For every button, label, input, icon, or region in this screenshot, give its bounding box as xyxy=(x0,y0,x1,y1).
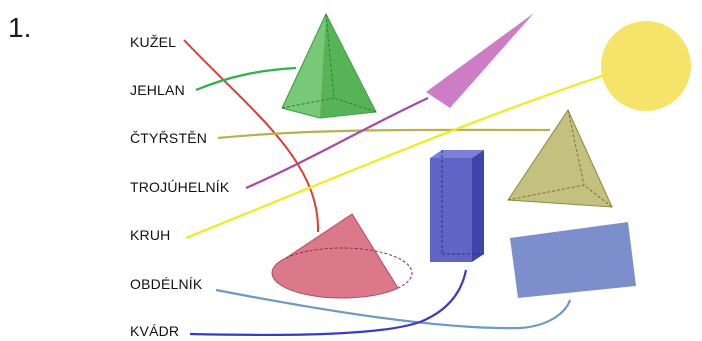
label-kruh: KRUH xyxy=(130,227,171,243)
label-jehlan: JEHLAN xyxy=(130,82,185,98)
label-kvadr: KVÁDR xyxy=(130,323,180,339)
rectangle-shape xyxy=(510,222,636,298)
connector-kvadr xyxy=(189,269,468,337)
circle-shape xyxy=(601,21,691,111)
connector-jehlan xyxy=(195,66,297,92)
tetrahedron-shape xyxy=(507,108,613,208)
connector-kuzel xyxy=(183,39,320,233)
connector-trojuhelnik xyxy=(245,97,429,190)
square-pyramid-shape xyxy=(281,12,377,119)
connector-kruh xyxy=(185,72,609,240)
exercise-number: 1. xyxy=(8,12,32,43)
label-obdelnik: OBDÉLNÍK xyxy=(130,276,203,292)
label-kuzel: KUŽEL xyxy=(130,34,177,50)
label-trojuhelnik: TROJÚHELNÍK xyxy=(130,179,230,195)
connector-ctyrsten xyxy=(217,128,551,140)
label-ctyrsten: ČTYŘSTĚN xyxy=(130,130,208,146)
cone-shape xyxy=(271,213,413,299)
cuboid-shape xyxy=(430,150,484,262)
connector-obdelnik xyxy=(215,288,572,330)
triangle-shape xyxy=(426,13,534,108)
